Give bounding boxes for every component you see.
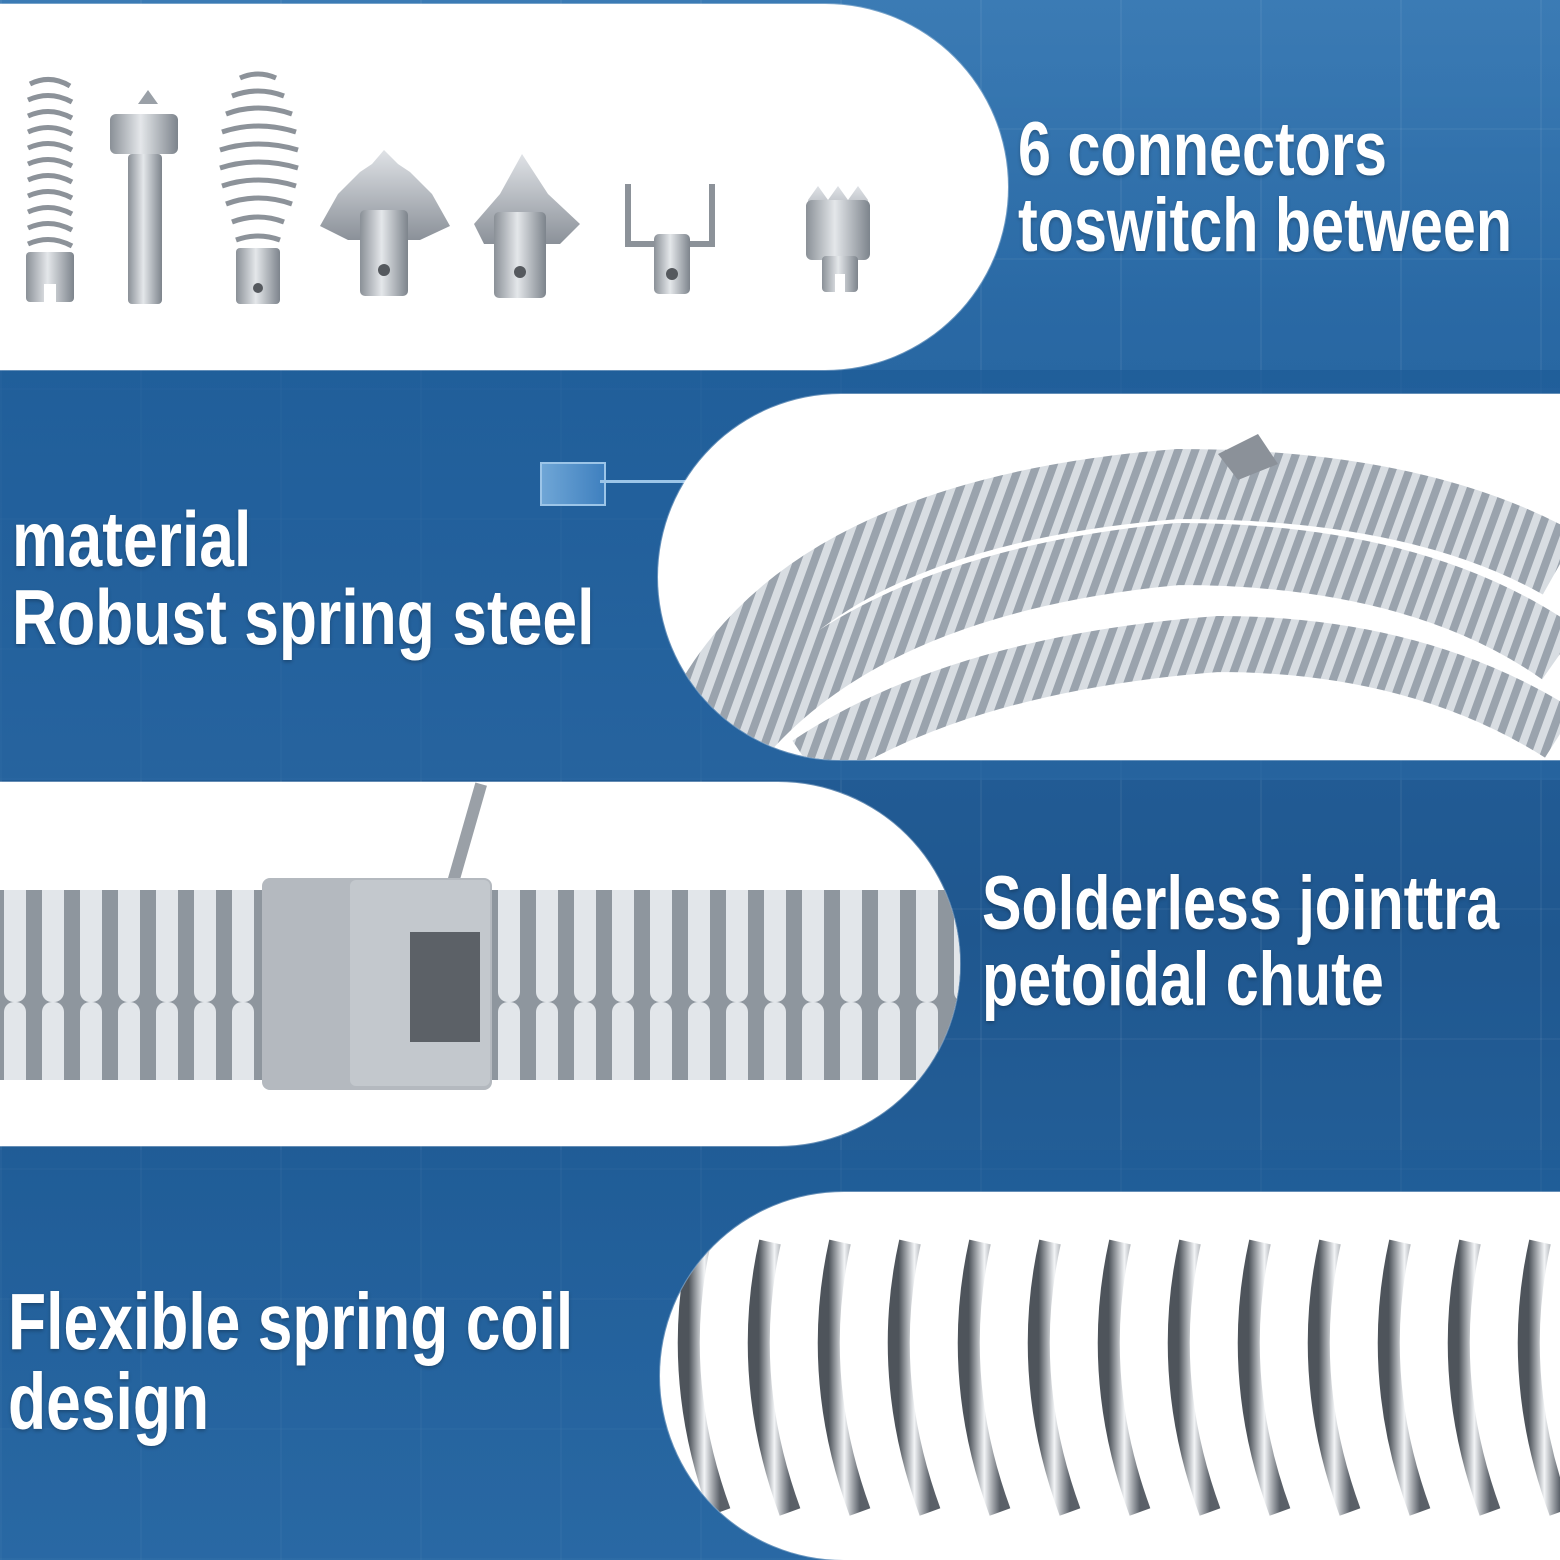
material-panel xyxy=(658,394,1560,760)
wall-rod xyxy=(600,480,700,483)
coil-caption: Flexible spring coil design xyxy=(8,1282,573,1442)
straight-head-icon xyxy=(110,90,178,304)
joint-panel xyxy=(0,782,960,1146)
connectors-caption: 6 connectors toswitch between xyxy=(1018,112,1512,264)
wall-hook-icon xyxy=(540,462,606,506)
caption-line: design xyxy=(8,1357,210,1446)
connectors-illustration xyxy=(26,71,870,304)
coil-panel xyxy=(660,1192,1560,1560)
caption-line: material xyxy=(12,495,252,583)
caption-line: Flexible spring coil xyxy=(8,1277,574,1366)
caption-line: Solderless jointtra xyxy=(982,861,1500,946)
caption-line: petoidal chute xyxy=(982,937,1384,1022)
arrow-cutter-icon xyxy=(474,154,580,298)
spring-head-icon xyxy=(26,77,74,304)
caption-line: 6 connectors xyxy=(1018,107,1387,192)
u-cutter-icon xyxy=(625,184,715,294)
joint-caption: Solderless jointtra petoidal chute xyxy=(982,866,1499,1018)
joint-illustration xyxy=(0,782,960,1090)
caption-line: toswitch between xyxy=(1018,183,1513,268)
caption-line: Robust spring steel xyxy=(12,573,595,661)
spade-cutter-icon xyxy=(320,150,450,296)
material-caption: material Robust spring steel xyxy=(12,500,594,656)
bulb-spring-icon xyxy=(219,71,299,304)
connectors-panel xyxy=(0,4,1008,370)
spring-steel-illustration xyxy=(666,434,1560,760)
crown-cutter-icon xyxy=(806,186,870,294)
coil-illustration xyxy=(677,1239,1560,1516)
